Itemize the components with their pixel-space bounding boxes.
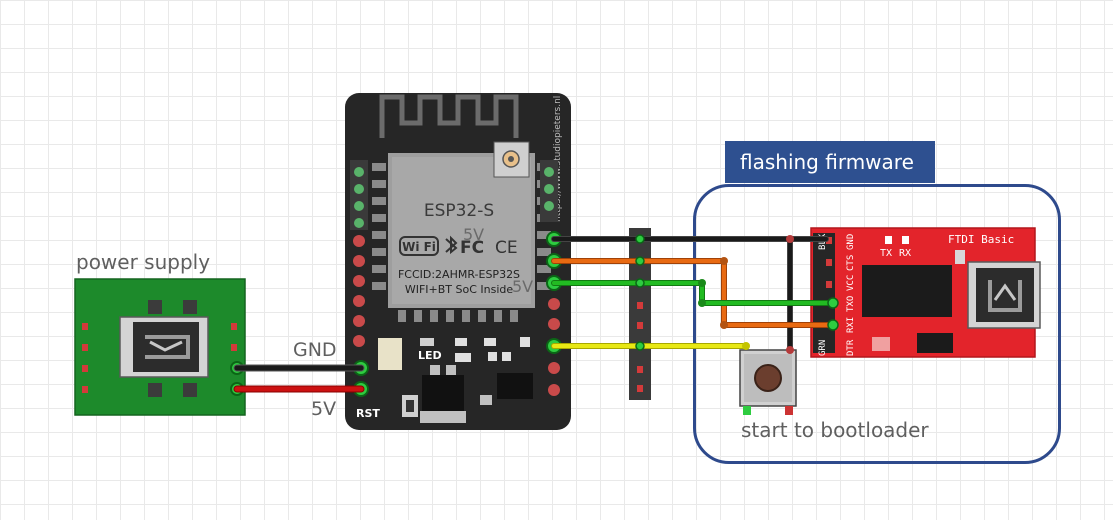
bootloader-label: start to bootloader — [741, 418, 929, 442]
esp32-board: ESP32-S 5V Wi Fi FC CE FCCID:2AHMR-ESP32… — [345, 93, 571, 430]
esp32-model-text: ESP32-S — [424, 201, 494, 221]
bluetooth-icon — [445, 235, 458, 255]
ce-mark-text: CE — [495, 238, 518, 258]
ftdi-pin-grn: GRN — [818, 340, 828, 356]
power-supply-label: power supply — [76, 250, 211, 274]
led-label-text: LED — [418, 349, 442, 362]
rst-label-text: RST — [356, 407, 380, 420]
wifi-logo-text: Wi Fi — [402, 240, 436, 254]
esp32-right-header — [540, 160, 560, 396]
flashing-firmware-title: flashing firmware — [740, 150, 914, 174]
gnd-wire-label: GND — [293, 339, 337, 361]
vendor-url-text: https://www.studiopieters.nl — [553, 96, 563, 222]
ftdi-title-text: FTDI Basic — [948, 233, 1014, 246]
ftdi-basic-board: GRN DTR RXI TXO VCC CTS GND BLK TX RX FT… — [810, 227, 1041, 358]
mini-usb-connector-icon — [119, 316, 209, 378]
header-strip — [629, 228, 651, 400]
ufl-connector-icon — [493, 141, 530, 178]
esp32-5v-overlay-text: 5V — [463, 225, 484, 244]
ftdi-usb-connector-icon — [967, 261, 1041, 329]
flashing-firmware-tab: flashing firmware — [725, 141, 935, 183]
gnd-signal-wire — [551, 236, 829, 353]
power-supply-board — [74, 278, 246, 416]
five-v-wire-label: 5V — [311, 398, 337, 420]
ftdi-pin-rxi: RXI — [846, 317, 856, 333]
esp32-5v-side-text: 5V — [512, 277, 533, 296]
bootloader-push-button[interactable] — [739, 349, 797, 415]
fcc-id-text: FCCID:2AHMR-ESP32S — [398, 268, 520, 281]
esp32-left-header — [350, 160, 368, 347]
ftdi-tx-label: TX — [880, 248, 892, 259]
ftdi-rx-label: RX — [899, 248, 911, 259]
ftdi-pin-cts: CTS — [846, 255, 856, 271]
flashing-firmware-group — [693, 184, 1061, 464]
soc-inside-text: WIFI+BT SoC Inside — [405, 283, 514, 296]
wifi-logo-icon: Wi Fi — [399, 236, 439, 256]
green-signal-wire — [551, 280, 836, 306]
ftdi-pin-txo: TXO — [846, 296, 856, 312]
ftdi-pin-gnd: GND — [846, 234, 856, 250]
ftdi-pin-dtr: DTR — [846, 339, 856, 356]
fc-mark-text: FC — [460, 238, 484, 258]
antenna-trace-icon — [379, 94, 519, 138]
ftdi-pin-vcc: VCC — [846, 275, 856, 291]
